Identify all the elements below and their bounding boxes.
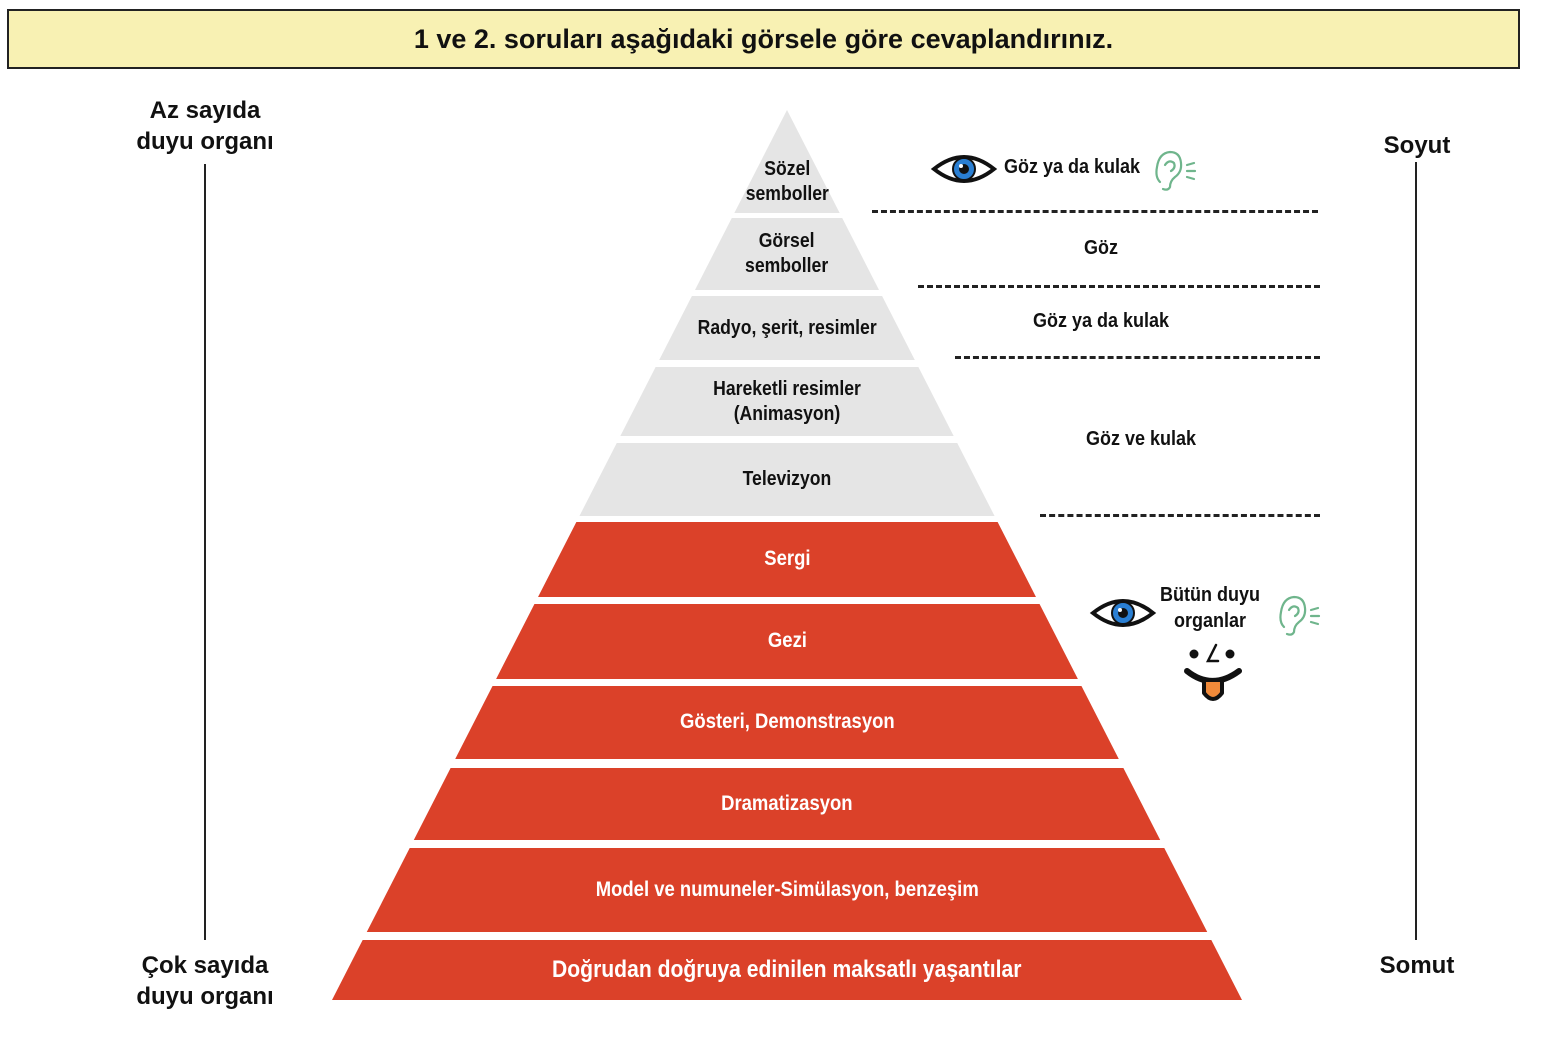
pyramid-layer-label-line: Doğrudan doğruya edinilen maksatlı yaşan…	[552, 956, 1022, 983]
pyramid-layer-label-line: Dramatizasyon	[721, 791, 853, 815]
sense-label-1: Göz ya da kulak	[1004, 156, 1141, 178]
right-axis-line	[1415, 162, 1417, 940]
dashed-separator-1	[872, 210, 1318, 213]
pyramid-layer-label-line: Gösteri, Demonstrasyon	[679, 710, 895, 734]
left-axis-line	[204, 164, 206, 940]
pyramid-layer-label-3: Radyo, şerit, resimler	[669, 296, 905, 360]
pyramid-layer-label-line: semboller	[745, 182, 829, 205]
pyramid-layer-10	[366, 848, 1208, 932]
pyramid-layer-4	[620, 367, 954, 436]
pyramid-layer-label-line: Sergi	[763, 547, 811, 571]
left-axis-top-line-2: duyu organı	[136, 128, 274, 155]
sense-label-2: Göz	[1084, 237, 1119, 259]
pyramid-layer-label-5: Televizyon	[595, 443, 979, 516]
pyramid-layer-label-line: Gezi	[767, 629, 807, 653]
pyramid-layer-label-6: Sergi	[557, 522, 1017, 597]
sense-label-4: Göz ve kulak	[1086, 428, 1197, 450]
pyramid-layer-label-2: Görsel semboller	[702, 218, 872, 290]
pyramid-layer-11	[332, 940, 1242, 1000]
sense-label-3: Göz ya da kulak	[1033, 310, 1170, 332]
pyramid-layer-label-10: Model ve numuneler-Simülasyon, benzeşim	[399, 848, 1176, 932]
pyramid-layer-3	[659, 296, 915, 360]
ear-icon	[1279, 595, 1321, 636]
question-banner: 1 ve 2. soruları aşağıdaki görsele göre …	[7, 9, 1520, 69]
pyramid-layer-label-9: Dramatizasyon	[442, 768, 1132, 840]
pyramid-layer-2	[694, 218, 880, 290]
pyramid-layer-label-line: Televizyon	[742, 468, 832, 490]
pyramid-layer-label-11: Doğrudan doğruya edinilen maksatlı yaşan…	[367, 940, 1208, 1000]
dashed-separator-4	[1040, 514, 1320, 517]
ear-icon	[1155, 150, 1197, 191]
left-axis-bottom-line-2: duyu organı	[136, 983, 274, 1010]
dashed-separator-2	[918, 285, 1320, 288]
pyramid-layer-label-8: Gösteri, Demonstrasyon	[480, 686, 1093, 759]
pyramid-layer-label-4: Hareketli resimler(Animasyon)	[633, 367, 941, 436]
pyramid-layer-label-7: Gezi	[518, 604, 1056, 679]
pyramid-layer-label-line: Radyo, şerit, resimler	[697, 316, 877, 339]
left-axis-bottom-label: Çok sayıda duyu organı	[105, 950, 305, 1012]
pyramid-layer-label-line: semboller	[745, 255, 829, 277]
left-axis-bottom-line-1: Çok sayıda	[141, 952, 269, 979]
pyramid-layer-label-line: (Animasyon)	[733, 402, 841, 425]
pyramid-layer-label-line: Görsel	[759, 230, 815, 252]
left-axis-top-label: Az sayıda duyu organı	[105, 95, 305, 157]
left-axis-top-line-1: Az sayıda	[149, 97, 261, 124]
eye-icon	[930, 155, 998, 183]
pyramid-layer-8	[455, 686, 1119, 759]
pyramid-layer-6	[538, 522, 1036, 597]
right-axis-top-label: Soyut	[1383, 132, 1451, 159]
sense-label-5-line-2: organlar	[1173, 610, 1247, 632]
sense-label-5-line-1: Bütün duyu	[1160, 584, 1260, 606]
pyramid-layer-7	[496, 604, 1078, 679]
pyramid-layer-label-line: Hareketli resimler	[713, 377, 861, 400]
pyramid-layer-9	[413, 768, 1161, 840]
dashed-separator-3	[955, 356, 1320, 359]
face-icon	[1184, 643, 1242, 701]
pyramid-layer-1	[734, 110, 840, 213]
pyramid-layer-5	[579, 443, 995, 516]
right-axis-bottom-label: Somut	[1379, 952, 1455, 979]
eye-icon	[1089, 599, 1157, 627]
pyramid-layer-label-line: Model ve numuneler-Simülasyon, benzeşim	[595, 877, 979, 901]
sense-label-5: Bütün duyu organlar	[1160, 582, 1260, 634]
pyramid-layer-label-line: Sözel	[763, 157, 810, 180]
